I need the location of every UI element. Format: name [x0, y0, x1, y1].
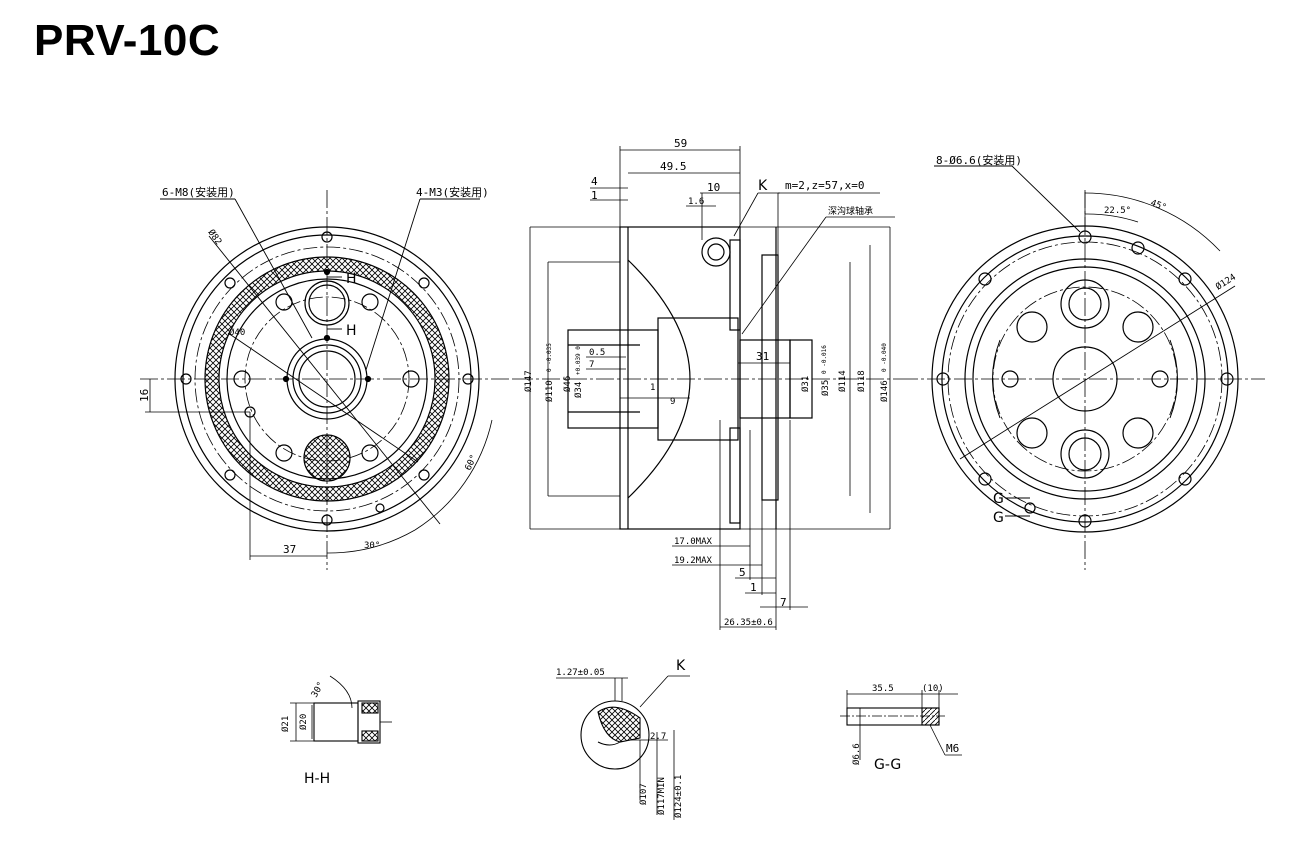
gg-thread: M6 [946, 742, 959, 755]
angle-60: 60° [464, 453, 480, 472]
m3-callout: 4-M3(安装用) [416, 185, 489, 199]
dim-1-bot: 1 [750, 581, 757, 594]
k-dim-1-27: 1.27±0.05 [556, 668, 605, 678]
left-view-labels: 6-M8(安装用) 4-M3(安装用) Ø82 Ø40 H H 16 37 30… [138, 185, 489, 556]
detail-k [556, 675, 690, 820]
angle-30: 30° [364, 541, 380, 551]
center-view-labels: 59 49.5 4 1 10 1.6 K m=2,z=57,x=0 深沟球轴承 … [523, 137, 890, 628]
section-h-top: H [346, 271, 357, 287]
dim-1-6: 1.6 [688, 197, 704, 207]
left-front-view [140, 190, 515, 570]
dia-110: Ø110 [544, 380, 555, 402]
hh-angle-30: 30° [310, 680, 327, 699]
dia-146: Ø146 [879, 380, 890, 402]
dim-7-a: 7 [589, 360, 594, 370]
angle-45: 45° [1149, 198, 1168, 213]
detail-k-labels: 1.27±0.05 K 2.7 Ø107 Ø117MIN Ø124±0.1 [556, 658, 686, 818]
detail-h-h-labels: 30° Ø21 Ø20 H-H [280, 680, 330, 787]
dim-26-35: 26.35±0.6 [724, 618, 773, 628]
detail-g-g-labels: 35.5 (10) Ø6.6 G-G M6 [851, 684, 959, 773]
angle-22-5: 22.5° [1104, 206, 1131, 216]
section-h-mid: H [346, 323, 357, 339]
dia-31: Ø31 [800, 376, 811, 392]
gg-dia-6-6: Ø6.6 [851, 743, 862, 765]
dim-9: 9 [670, 397, 675, 407]
label-k: K [758, 178, 768, 194]
dim-1-top: 1 [591, 189, 598, 202]
k-label: K [676, 658, 686, 674]
dim-49-5: 49.5 [660, 160, 687, 173]
section-g-1: G [993, 491, 1004, 507]
m8-callout: 6-M8(安装用) [162, 185, 235, 199]
dia-147: Ø147 [523, 370, 534, 392]
hh-caption: H-H [304, 771, 330, 787]
dim-7-b: 7 [780, 596, 787, 609]
dim-4: 4 [591, 175, 598, 188]
gear-spec: m=2,z=57,x=0 [785, 179, 864, 192]
dim-19-2-max: 19.2MAX [674, 556, 713, 566]
dia-114: Ø114 [837, 370, 848, 392]
holes-callout: 8-Ø6.6(安装用) [936, 153, 1022, 167]
detail-h-h [290, 675, 392, 744]
dim-31: 31 [756, 350, 769, 363]
k-dia-107: Ø107 [638, 783, 649, 805]
tol-146: 0 -0.040 [881, 343, 888, 372]
dim-5: 5 [739, 566, 746, 579]
hh-dia-20: Ø20 [298, 714, 309, 730]
dia-82-label: Ø82 [206, 227, 224, 247]
dim-16: 16 [138, 389, 151, 402]
dim-0-5: 0.5 [589, 348, 605, 358]
center-section-view [515, 146, 900, 630]
dia-46: Ø46 [562, 376, 573, 392]
tol-110: 0 -0.035 [546, 343, 553, 372]
gg-dim-35-5: 35.5 [872, 684, 894, 694]
dim-17-max: 17.0MAX [674, 537, 713, 547]
dia-34: Ø34 [573, 382, 584, 398]
dia-35: Ø35 [820, 380, 831, 396]
bearing-note: 深沟球轴承 [828, 205, 873, 217]
dim-10: 10 [707, 181, 720, 194]
dia-40-label: Ø40 [229, 327, 245, 338]
tol-35: 0 -0.016 [821, 345, 828, 374]
section-g-2: G [993, 510, 1004, 526]
dim-1-mid: 1 [650, 383, 655, 393]
k-dim-2-7: 2.7 [650, 732, 666, 742]
gg-dim-10: (10) [922, 684, 944, 694]
detail-g-g [840, 690, 962, 760]
dia-124: Ø124 [1214, 272, 1238, 293]
dim-59: 59 [674, 137, 687, 150]
hh-dia-21: Ø21 [280, 716, 291, 732]
k-dia-124: Ø124±0.1 [673, 775, 684, 818]
k-dia-117: Ø117MIN [656, 777, 667, 815]
tol-34: +0.039 0 [575, 346, 582, 375]
dia-118: Ø118 [856, 370, 867, 392]
right-rear-view [900, 165, 1265, 570]
gg-caption: G-G [874, 757, 901, 773]
dim-37: 37 [283, 543, 296, 556]
page-title: PRV-10C [34, 16, 221, 65]
